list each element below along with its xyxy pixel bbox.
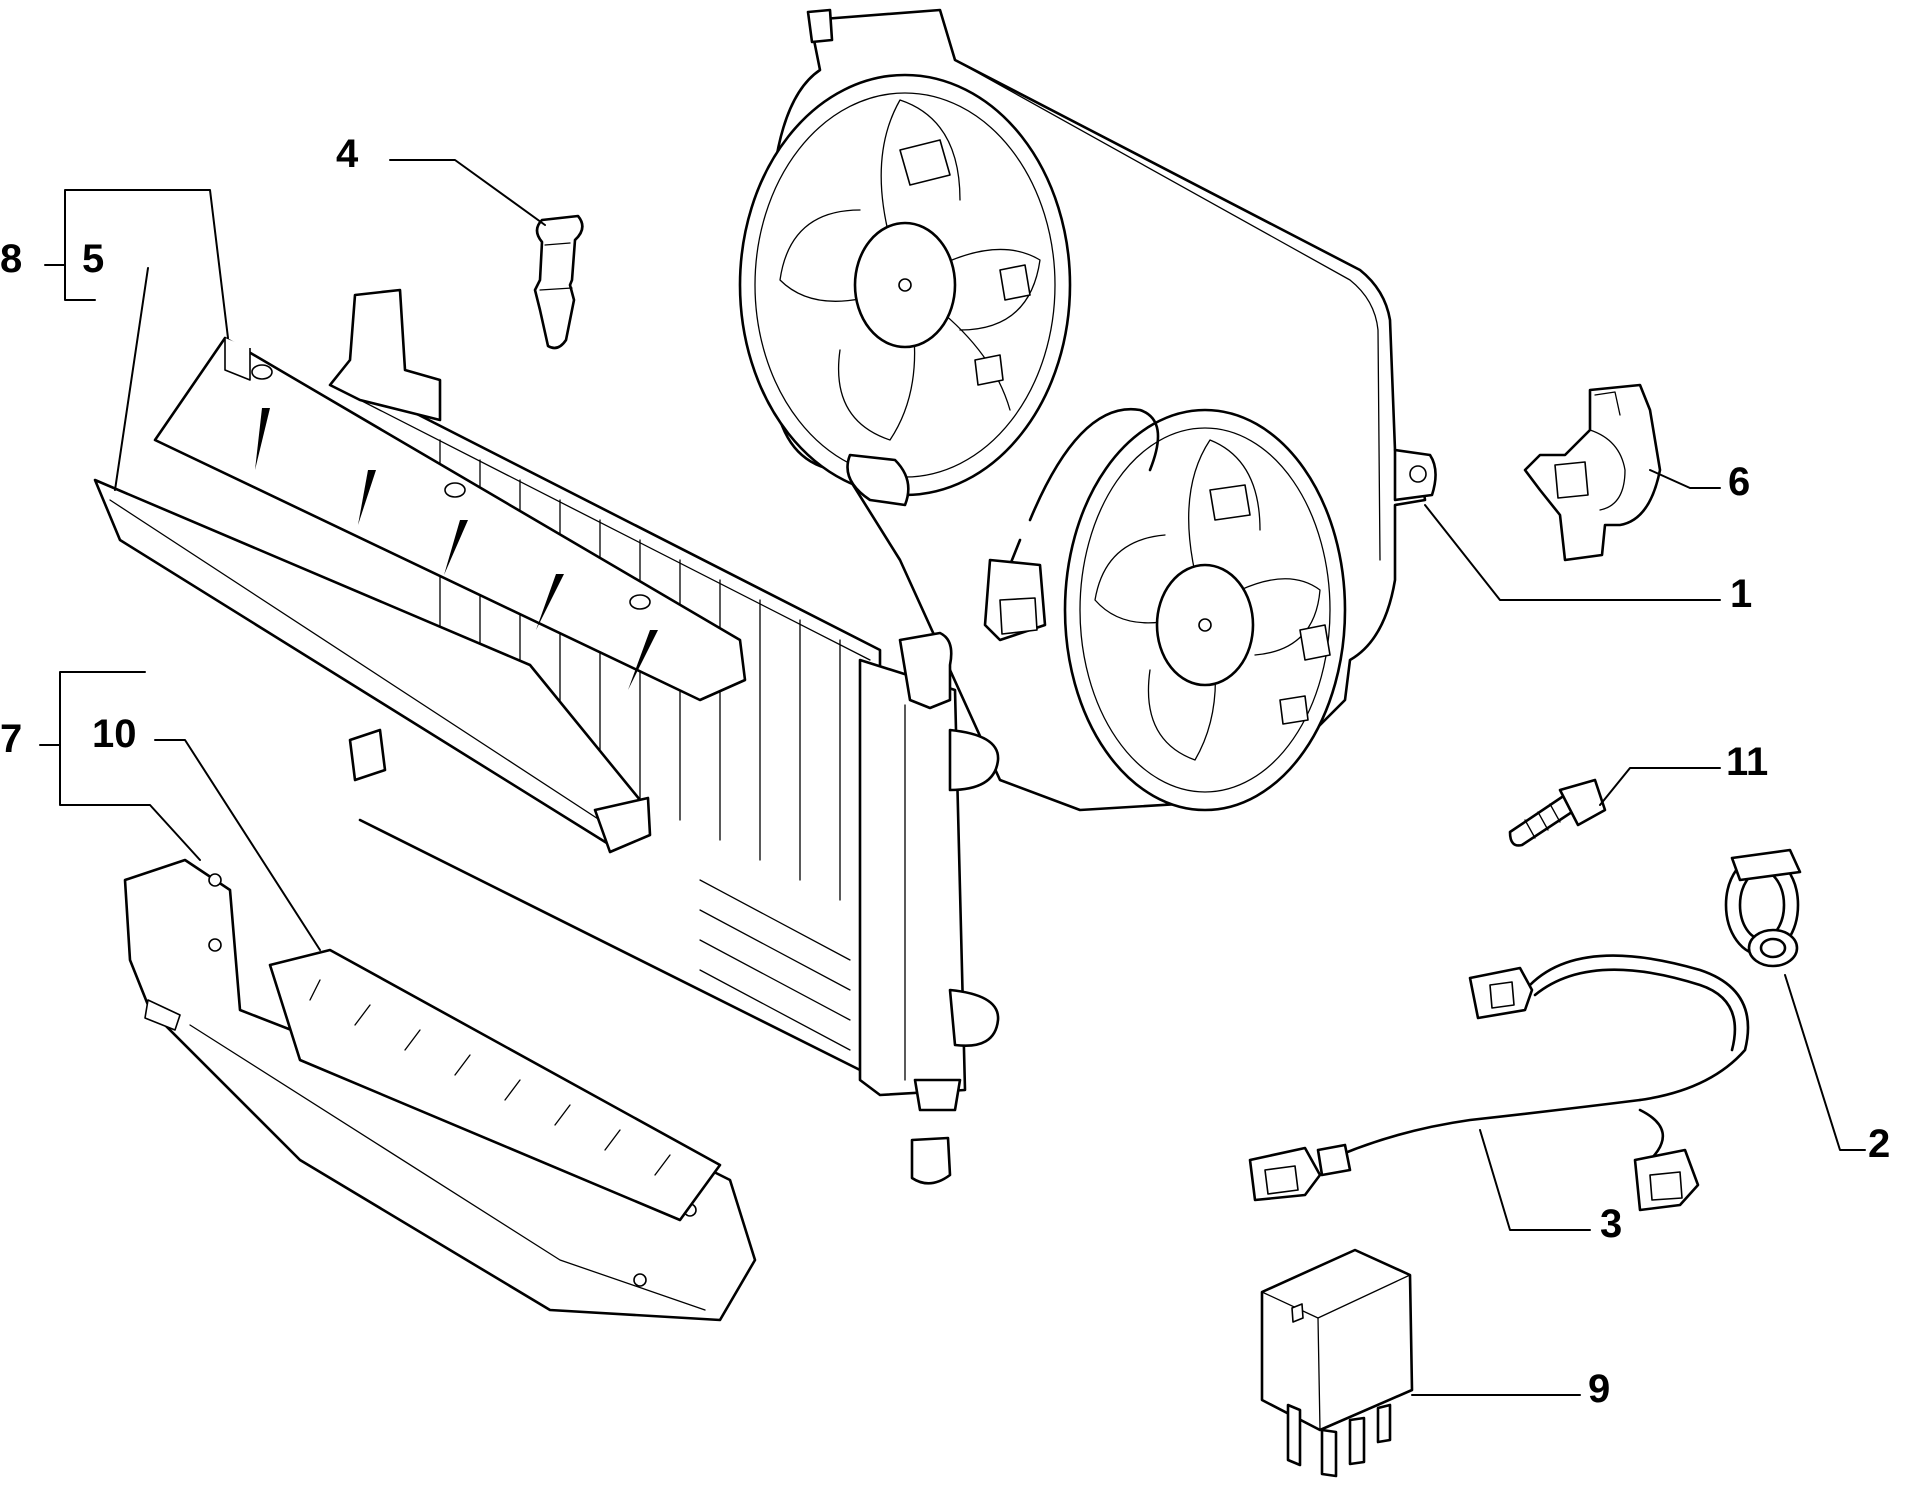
leader-line-2 <box>1784 974 1866 1151</box>
part-10-guide-panel <box>268 948 722 1222</box>
callout-11: 11 <box>1726 740 1768 784</box>
callout-5: 5 <box>82 237 104 281</box>
leader-line-3 <box>1479 1129 1591 1231</box>
callout-1: 1 <box>1730 572 1752 616</box>
part-1-fan-shroud-assembly <box>738 8 1437 812</box>
leader-lines <box>39 159 1866 1396</box>
leader-line-4 <box>389 159 546 226</box>
callout-9: 9 <box>1588 1367 1610 1411</box>
leader-line-8 <box>44 189 229 339</box>
part-2-hose-clip <box>1724 848 1802 968</box>
part-11-bolt <box>1508 778 1607 847</box>
callout-8: 8 <box>0 237 22 281</box>
part-8-deflector-bracket <box>153 336 747 702</box>
part-4-push-in-pin <box>533 214 584 350</box>
leader-line-1 <box>1424 504 1721 601</box>
callout-labels: 1 2 3 4 5 6 7 8 9 10 11 <box>0 132 1890 1411</box>
callout-7: 7 <box>0 717 22 761</box>
leader-line-7 <box>39 671 201 861</box>
callout-4: 4 <box>336 132 359 176</box>
part-3-wiring-harness <box>1248 954 1750 1212</box>
part-5-upper-deflector <box>93 478 652 854</box>
callout-2: 2 <box>1868 1122 1890 1166</box>
part-9-relay <box>1260 1248 1414 1478</box>
leader-line-11 <box>1599 767 1721 806</box>
part-6-bracket-clip <box>1523 383 1662 562</box>
leader-line-5 <box>114 267 149 491</box>
callout-3: 3 <box>1600 1202 1622 1246</box>
leader-line-6 <box>1649 469 1721 489</box>
callout-10: 10 <box>92 712 137 756</box>
leader-line-10 <box>154 739 321 951</box>
callout-6: 6 <box>1728 460 1750 504</box>
